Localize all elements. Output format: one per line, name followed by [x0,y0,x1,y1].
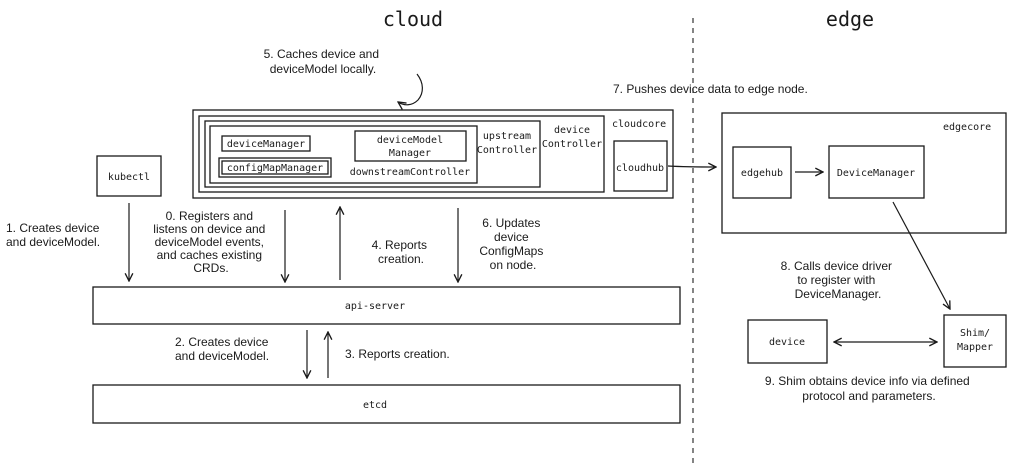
kubectl-label: kubectl [108,172,150,183]
edgehub-box: edgehub [732,146,792,199]
cloudcore-label: cloudcore [612,119,666,130]
shim-mapper-label-1: Shim/ [960,328,990,339]
step-5-note: 5. Caches device and deviceModel locally… [264,47,383,76]
etcd-label: etcd [363,400,387,411]
edge-title: edge [826,7,874,31]
cloudhub-label: cloudhub [616,163,664,174]
api-server-box: api-server [92,286,681,325]
config-map-manager-label: configMapManager [227,163,323,174]
device-controller-label-1: device [554,125,590,136]
cloudhub-box: cloudhub [613,140,668,192]
device-label: device [769,337,805,348]
edgehub-label: edgehub [741,168,783,179]
upstream-controller-label-2: Controller [477,145,537,156]
arrow-cloudhub-to-edge [667,166,716,167]
cloud-title: cloud [383,7,443,31]
edge-device-manager-box: DeviceManager [828,145,925,199]
kubectl-box: kubectl [96,155,162,197]
step-6-note: 6. Updates device ConfigMaps on node. [479,216,546,272]
step-1-note: 1. Creates device and deviceModel. [6,221,103,249]
arrow-cache-locally [398,73,423,105]
api-server-label: api-server [345,301,405,312]
shim-mapper-label-2: Mapper [957,342,993,353]
device-manager-box: deviceManager [221,135,311,152]
edgecore-label: edgecore [943,122,991,133]
device-model-manager-box: deviceModel Manager [354,130,467,162]
device-manager-label: deviceManager [227,139,305,150]
arrow-device-manager-to-shim [892,201,950,309]
config-map-manager-box: configMapManager [218,157,332,178]
step-4-note: 4. Reports creation. [372,238,431,266]
edge-device-manager-label: DeviceManager [837,168,915,179]
shim-mapper-box: Shim/ Mapper [943,314,1007,368]
device-controller-label-2: Controller [542,139,602,150]
step-3-note: 3. Reports creation. [345,347,450,361]
step-2-note: 2. Creates device and deviceModel. [175,335,272,363]
device-model-manager-label-1: deviceModel [377,135,443,146]
device-model-manager-label-2: Manager [389,148,431,159]
upstream-controller-label-1: upstream [483,131,531,142]
step-0-note: 0. Registers and listens on device and d… [153,209,268,275]
step-9-note: 9. Shim obtains device info via defined … [765,374,973,403]
etcd-box: etcd [92,384,681,424]
step-7-note: 7. Pushes device data to edge node. [613,82,808,96]
device-box: device [747,319,828,364]
step-8-note: 8. Calls device driver to register with … [781,259,896,301]
downstream-controller-label: downstreamController [350,167,470,178]
